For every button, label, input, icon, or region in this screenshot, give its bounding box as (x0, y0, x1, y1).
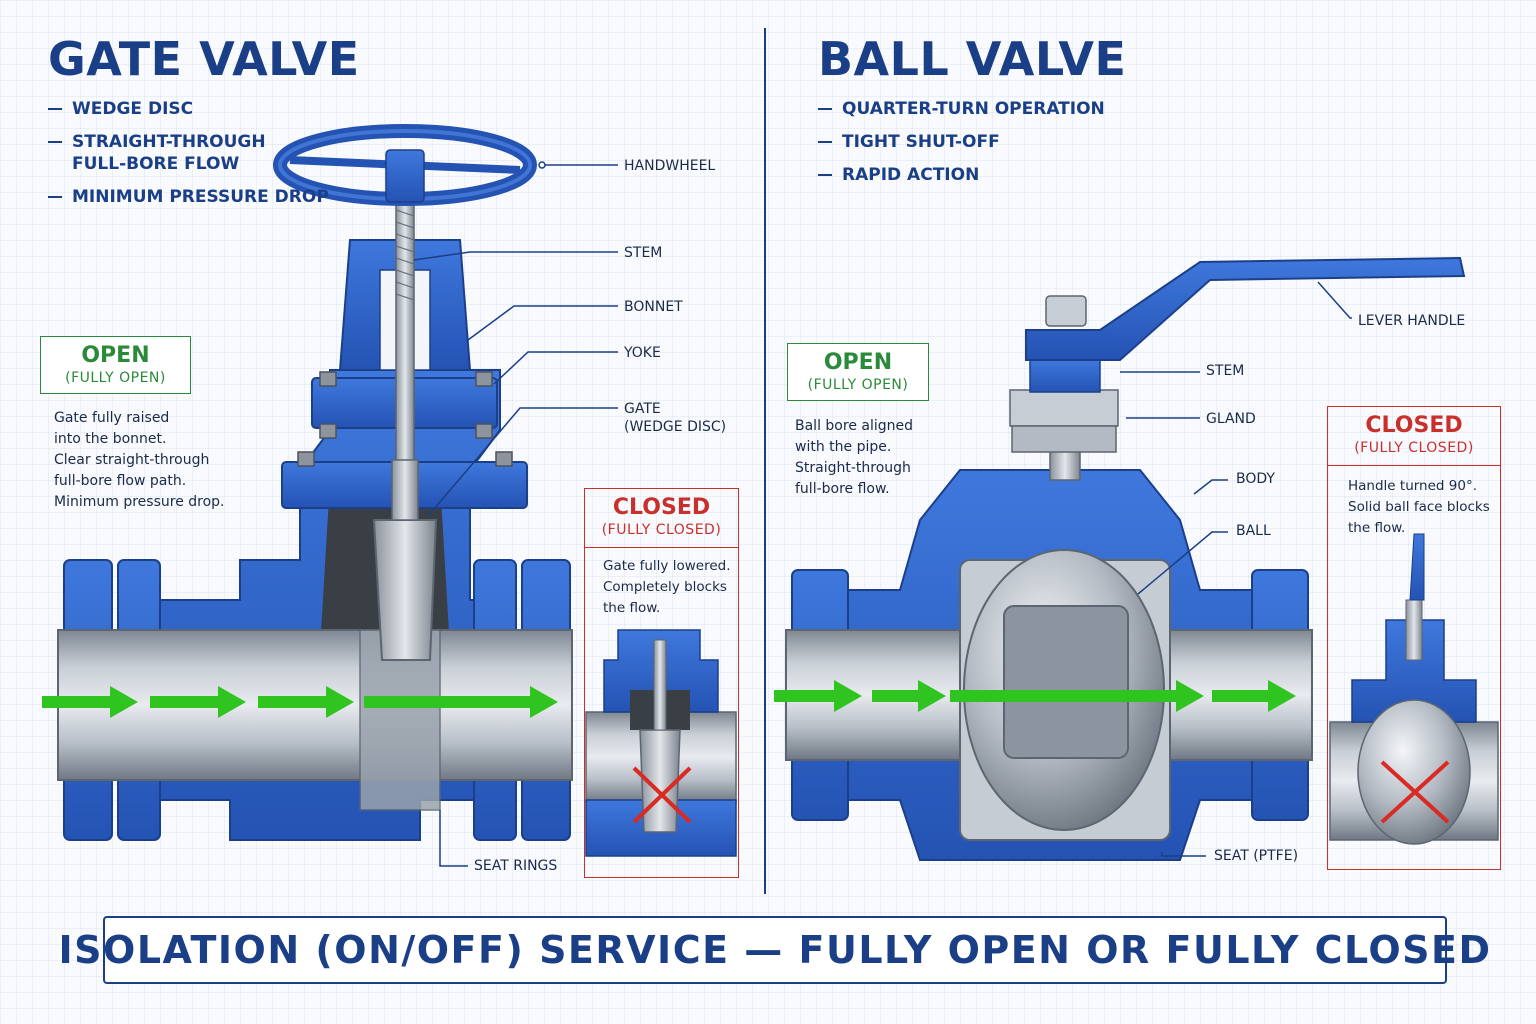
gate-closed-subtitle: (FULLY CLOSED) (601, 522, 722, 538)
callout-gate-wedge: GATE (WEDGE DISC) (624, 401, 727, 435)
gate-valve-drawing (42, 124, 573, 841)
gate-flow-arrows (42, 686, 558, 718)
gate-open-description: Gate fully raised into the bonnet. Clear… (54, 410, 225, 510)
service-banner-text: ISOLATION (ON/OFF) SERVICE — FULLY OPEN … (58, 928, 1492, 972)
ball-feature-item: TIGHT SHUT-OFF (818, 131, 1118, 153)
gate-leader-lines (413, 161, 618, 867)
ball-closed-panel: CLOSED (FULLY CLOSED) Handle turned 90°.… (1327, 406, 1501, 870)
ball-feature-item: RAPID ACTION (818, 164, 1118, 186)
gate-closed-panel: CLOSED (FULLY CLOSED) Gate fully lowered… (584, 488, 739, 878)
ball-open-description: Ball bore aligned with the pipe. Straigh… (795, 418, 913, 497)
ball-feature-list: QUARTER-TURN OPERATION TIGHT SHUT-OFF RA… (818, 98, 1118, 197)
gate-feature-list: WEDGE DISC STRAIGHT-THROUGH FULL-BORE FL… (48, 98, 338, 219)
ball-closed-thumbnail (1329, 533, 1499, 845)
callout-gate-stem: STEM (624, 245, 663, 261)
gate-feature-item: MINIMUM PRESSURE DROP (48, 186, 338, 208)
callout-lever-handle: LEVER HANDLE (1358, 313, 1466, 329)
gate-closed-title: CLOSED (612, 495, 711, 520)
handwheel-graphic (273, 124, 537, 206)
callout-seat-rings: SEAT RINGS (474, 858, 558, 874)
section-divider (764, 28, 766, 894)
gate-valve-title: GATE VALVE (48, 32, 360, 86)
gate-open-label: OPEN (FULLY OPEN) (40, 336, 191, 394)
callout-ball-stem: STEM (1206, 363, 1245, 379)
gate-open-subtitle: (FULLY OPEN) (65, 370, 166, 386)
callout-body: BODY (1236, 471, 1275, 487)
ball-flow-arrows (774, 680, 1296, 712)
ball-closed-subtitle: (FULLY CLOSED) (1354, 440, 1474, 456)
callout-gland: GLAND (1206, 411, 1256, 427)
ball-valve-drawing (774, 256, 1466, 861)
ball-closed-description: Handle turned 90°. Solid ball face block… (1348, 478, 1490, 536)
callout-yoke: YOKE (624, 345, 661, 361)
callout-bonnet: BONNET (624, 299, 683, 315)
gate-closed-description: Gate fully lowered. Completely blocks th… (603, 558, 731, 616)
gate-feature-item: WEDGE DISC (48, 98, 338, 120)
ball-closed-title: CLOSED (1365, 413, 1463, 438)
ball-open-subtitle: (FULLY OPEN) (807, 377, 909, 393)
callout-seat-ptfe: SEAT (PTFE) (1214, 848, 1299, 864)
gate-open-title: OPEN (81, 343, 150, 368)
gate-closed-thumbnail (585, 629, 737, 857)
ball-open-label: OPEN (FULLY OPEN) (787, 343, 929, 401)
ball-open-title: OPEN (823, 350, 893, 375)
callout-handwheel: HANDWHEEL (624, 158, 716, 174)
ball-feature-item: QUARTER-TURN OPERATION (818, 98, 1118, 120)
ball-leader-lines (1120, 281, 1352, 857)
gate-feature-item: STRAIGHT-THROUGH FULL-BORE FLOW (48, 131, 338, 175)
ball-valve-title: BALL VALVE (818, 32, 1127, 86)
service-banner: ISOLATION (ON/OFF) SERVICE — FULLY OPEN … (59, 916, 1490, 984)
callout-ball: BALL (1236, 523, 1271, 539)
